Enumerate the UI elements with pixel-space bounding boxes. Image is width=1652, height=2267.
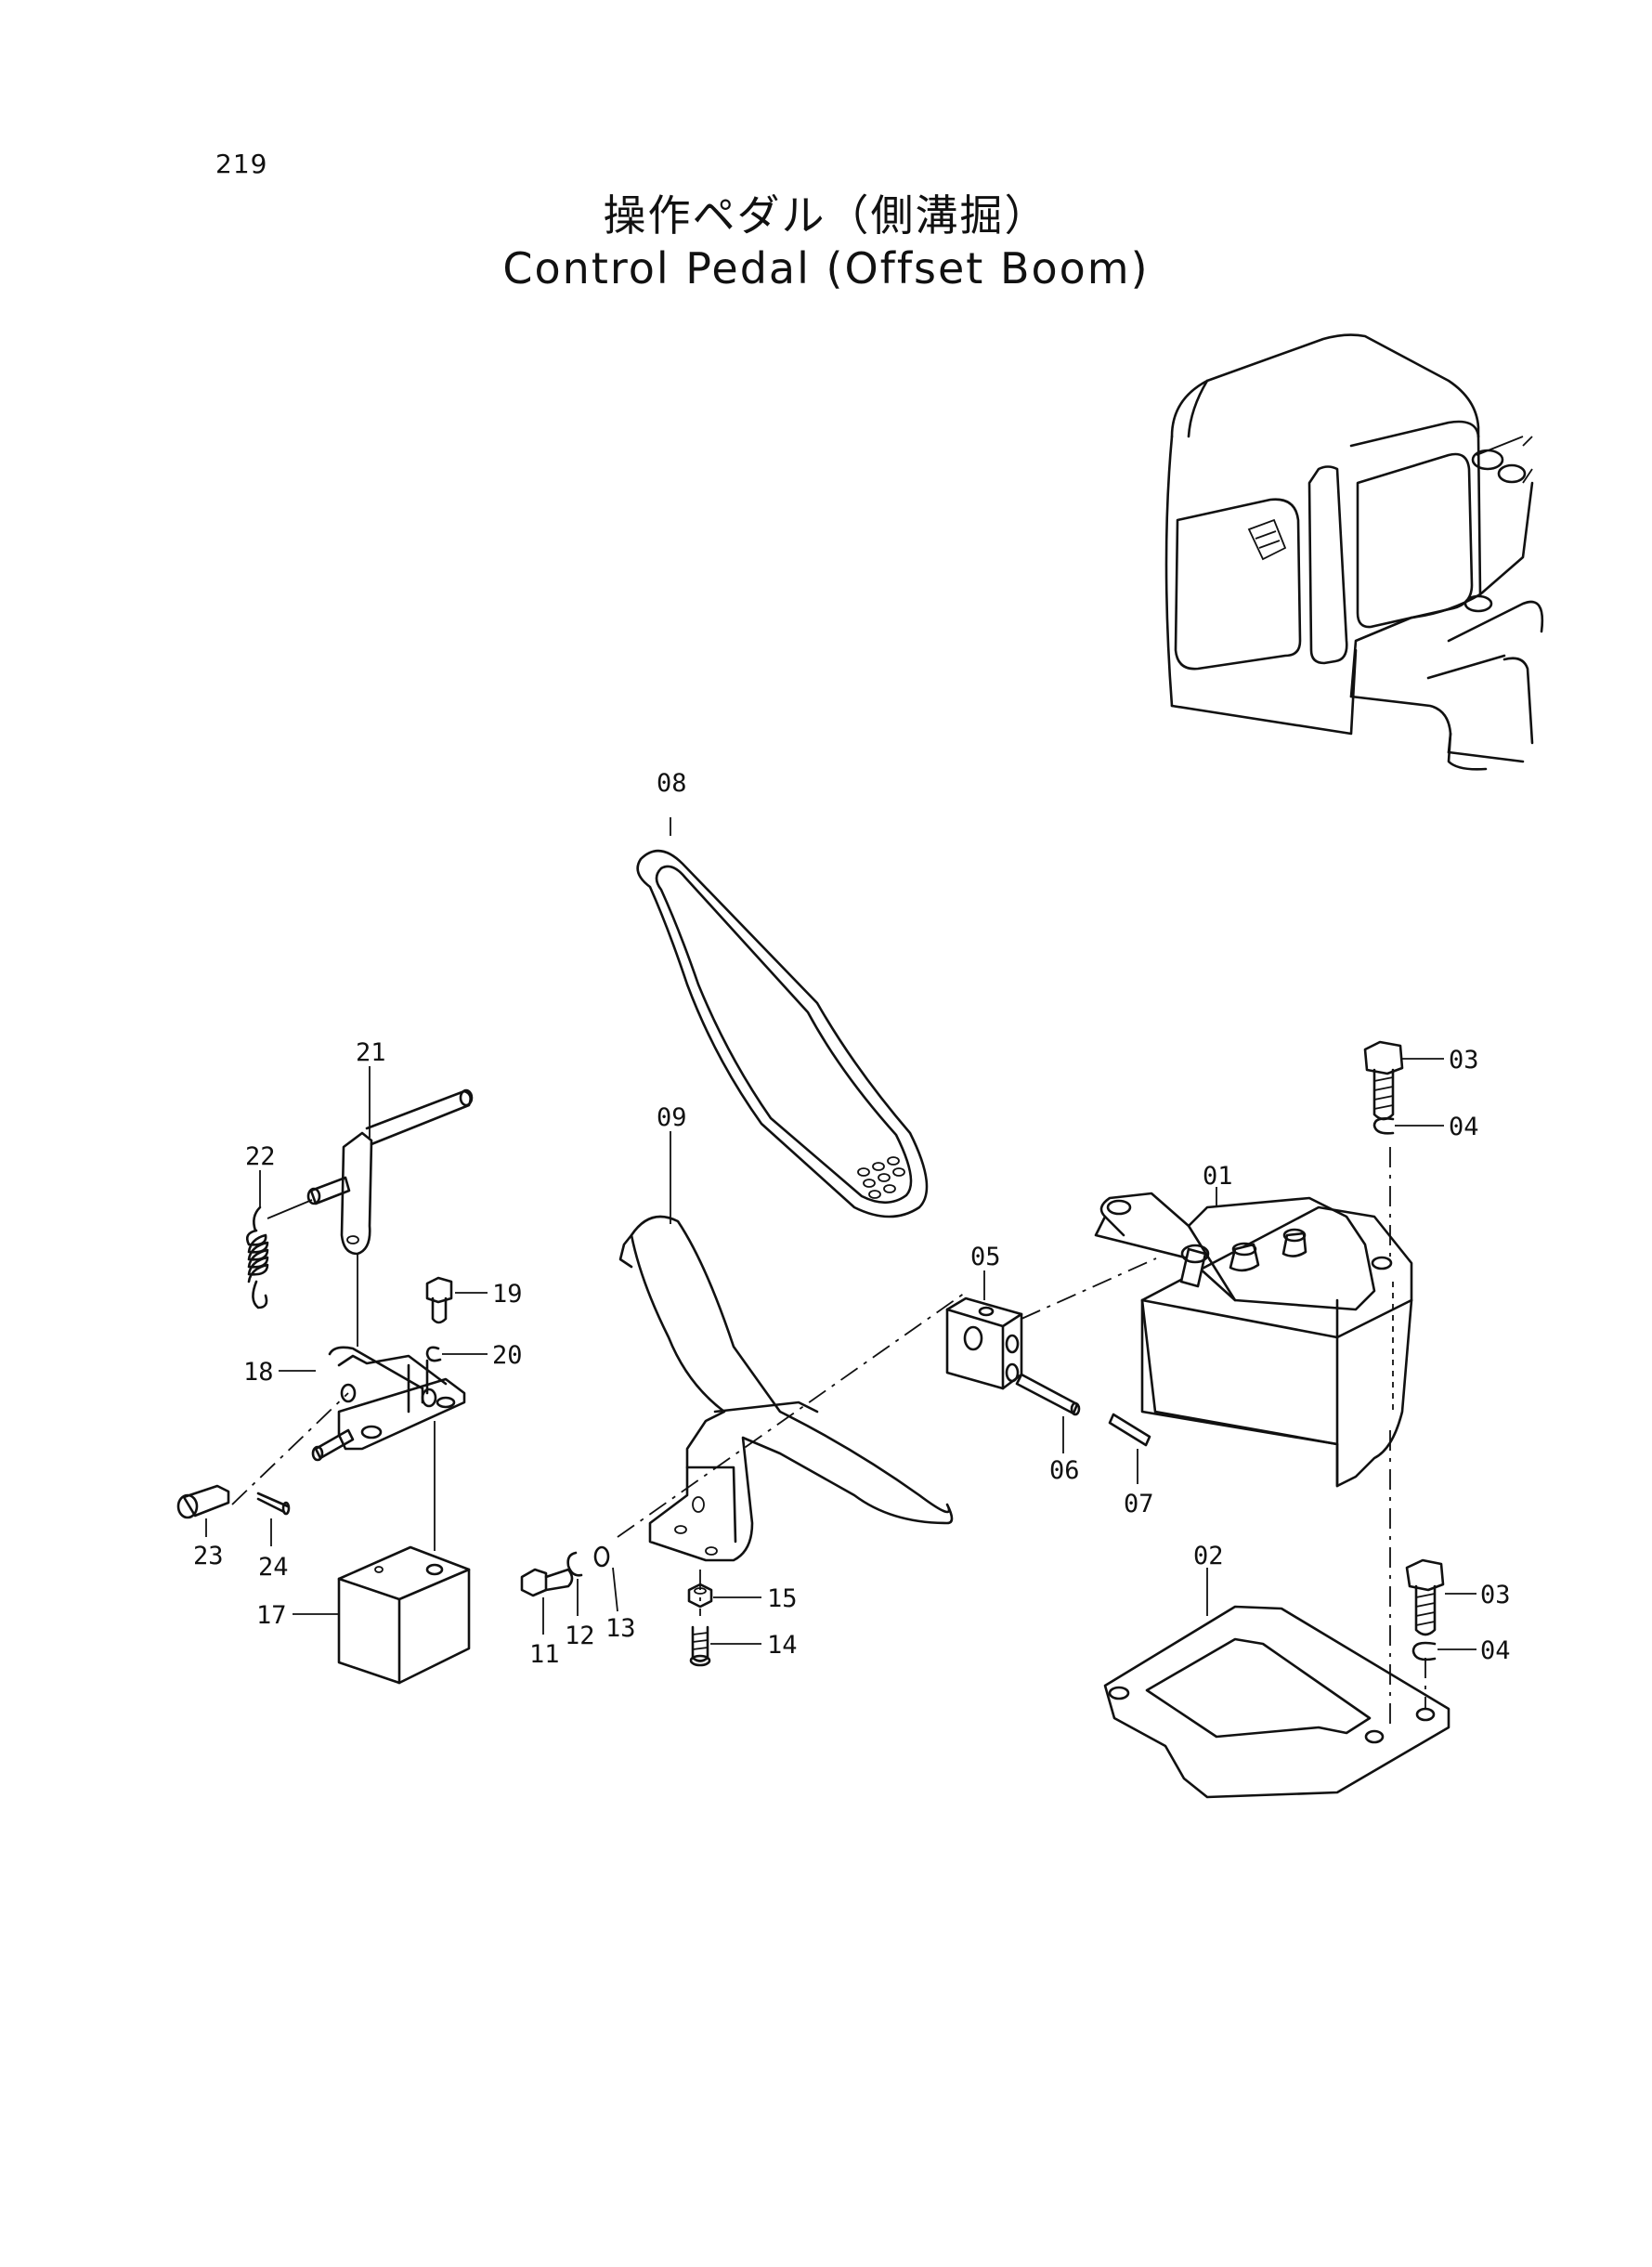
part-04-washer-upper — [1372, 1117, 1444, 1135]
part-18-bracket — [279, 1346, 466, 1462]
part-20-washer — [425, 1346, 488, 1362]
leader-spring-to-lever — [267, 1199, 313, 1219]
label-part-15: 15 — [767, 1584, 798, 1613]
label-part-23: 23 — [193, 1542, 224, 1570]
label-part-09: 09 — [657, 1103, 687, 1132]
part-24-cotter-pin — [256, 1492, 291, 1546]
part-23-pin — [176, 1484, 230, 1537]
part-05-block — [945, 1270, 1023, 1390]
label-part-04-lower: 04 — [1480, 1636, 1511, 1665]
part-number-labels: 01 02 03 04 03 04 05 06 07 08 09 11 12 1… — [193, 769, 1511, 1669]
part-03-bolt-upper — [1363, 1040, 1444, 1121]
label-part-17: 17 — [256, 1601, 287, 1630]
centerline-pin-bracket — [231, 1392, 349, 1505]
centerline-pedal-block — [617, 1290, 969, 1538]
part-13-washer — [593, 1545, 618, 1612]
label-part-11: 11 — [529, 1640, 560, 1669]
label-part-12: 12 — [565, 1622, 595, 1650]
part-14-bolt — [689, 1625, 761, 1667]
label-part-21: 21 — [356, 1038, 386, 1067]
label-part-03-lower: 03 — [1480, 1581, 1511, 1609]
part-17-block — [293, 1545, 471, 1685]
page-title-english: Control Pedal (Offset Boom) — [502, 243, 1150, 293]
label-part-03-upper: 03 — [1449, 1046, 1479, 1075]
centerline-block-valve — [1021, 1257, 1157, 1320]
label-part-05: 05 — [970, 1243, 1001, 1271]
part-03-bolt-lower — [1405, 1558, 1476, 1636]
page-title-japanese: 操作ペダル（側溝掘） — [603, 190, 1049, 241]
part-02-mounting-plate — [1103, 1568, 1450, 1799]
part-12-lock-washer — [566, 1551, 583, 1616]
label-part-22: 22 — [245, 1142, 276, 1171]
part-11-bolt — [520, 1568, 574, 1635]
label-part-20: 20 — [492, 1341, 523, 1370]
label-part-07: 07 — [1124, 1490, 1154, 1518]
part-04-washer-lower — [1411, 1641, 1476, 1661]
machine-cab-inset — [1164, 333, 1544, 771]
label-part-18: 18 — [243, 1358, 274, 1387]
label-part-24: 24 — [258, 1553, 289, 1582]
part-09-pedal — [618, 1131, 954, 1562]
part-07-pin — [1108, 1413, 1151, 1484]
part-22-spring — [245, 1170, 269, 1309]
label-part-04-upper: 04 — [1449, 1113, 1479, 1141]
label-part-01: 01 — [1203, 1162, 1233, 1191]
part-15-nut — [687, 1583, 761, 1609]
label-part-14: 14 — [767, 1631, 798, 1660]
label-part-13: 13 — [605, 1614, 636, 1643]
label-part-19: 19 — [492, 1280, 523, 1309]
part-21-lever — [306, 1066, 474, 1256]
part-08-pedal-pad — [636, 817, 929, 1218]
page-number: 219 — [215, 149, 268, 179]
label-part-02: 02 — [1193, 1542, 1224, 1570]
part-19-bolt — [425, 1276, 488, 1324]
label-part-06: 06 — [1049, 1456, 1080, 1485]
part-06-pin — [1015, 1373, 1081, 1453]
label-part-08: 08 — [657, 769, 687, 798]
